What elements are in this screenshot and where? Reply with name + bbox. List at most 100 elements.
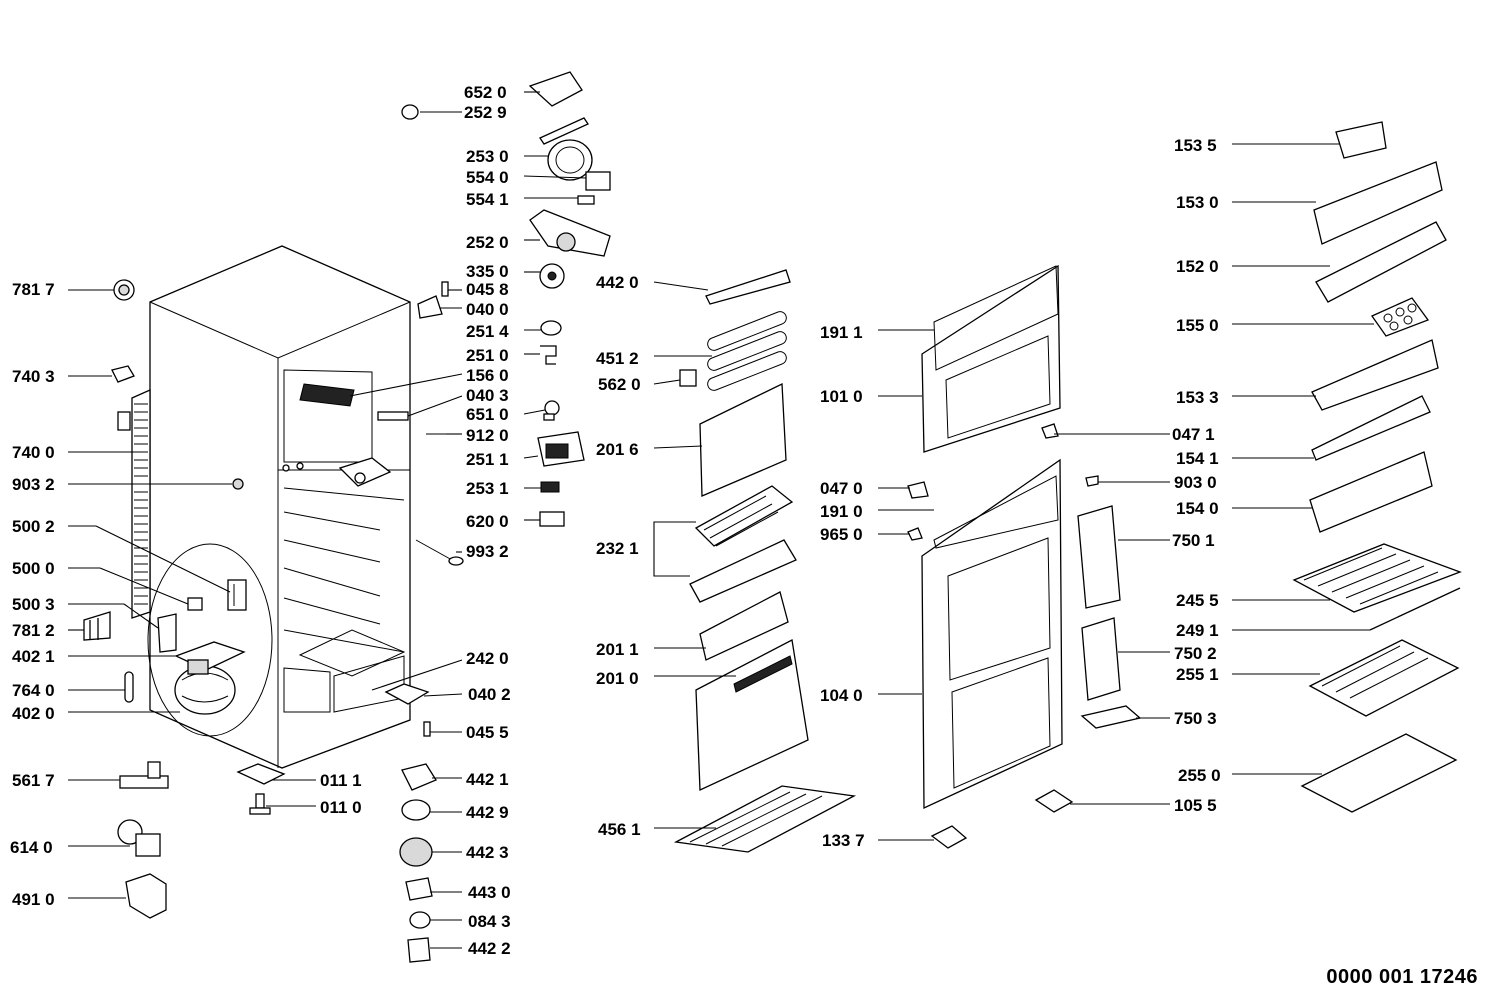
label-101-0: 101 0	[820, 387, 863, 406]
grid-tray	[694, 485, 794, 547]
dryer-filter	[124, 671, 134, 703]
label-011-1: 011 1	[320, 771, 362, 790]
bracket-right	[384, 683, 430, 705]
screw-cap	[1085, 475, 1099, 487]
fan-ring	[547, 139, 593, 181]
screw-small	[423, 721, 431, 737]
label-152-0: 152 0	[1176, 257, 1219, 276]
label-442-3: 442 3	[466, 843, 509, 862]
label-965-0: 965 0	[820, 525, 863, 544]
connector-part	[539, 511, 565, 527]
capacitor	[157, 613, 177, 653]
label-781-7: 781 7	[12, 280, 55, 299]
label-402-1: 402 1	[12, 647, 55, 666]
label-781-2: 781 2	[12, 621, 55, 640]
label-245-5: 245 5	[1176, 591, 1219, 610]
label-153-3: 153 3	[1176, 388, 1219, 407]
label-740-0: 740 0	[12, 443, 55, 462]
label-040-2: 040 2	[468, 685, 511, 704]
label-442-9: 442 9	[466, 803, 509, 822]
sensor-cable	[415, 539, 464, 566]
bottle-holder	[1311, 395, 1431, 461]
crisper-frame	[699, 591, 789, 661]
label-084-3: 084 3	[468, 912, 511, 931]
label-255-0: 255 0	[1178, 766, 1221, 785]
compressor-detail-ring	[147, 543, 273, 737]
leader-lines	[68, 91, 1374, 949]
evaporator-coil	[707, 311, 787, 391]
label-562-0: 562 0	[598, 375, 641, 394]
label-561-7: 561 7	[12, 771, 55, 790]
label-201-0: 201 0	[596, 669, 639, 688]
label-442-2: 442 2	[468, 939, 511, 958]
label-191-1: 191 1	[820, 323, 863, 342]
label-154-0: 154 0	[1176, 499, 1219, 518]
label-491-0: 491 0	[12, 890, 55, 909]
label-154-1: 154 1	[1176, 449, 1219, 468]
label-620-0: 620 0	[466, 512, 509, 531]
small-block	[679, 369, 697, 387]
label-105-5: 105 5	[1174, 796, 1217, 815]
cable-clip-legs	[89, 618, 99, 640]
label-104-0: 104 0	[820, 686, 863, 705]
switch-part	[540, 481, 560, 493]
bar-part	[539, 117, 589, 145]
label-252-9: 252 9	[464, 103, 507, 122]
label-740-3: 740 3	[12, 367, 55, 386]
thermostat-knob	[539, 263, 565, 289]
flap	[699, 382, 787, 497]
wire-shelf	[1292, 543, 1462, 613]
crisper-cover	[1300, 733, 1458, 813]
small-stop	[907, 527, 923, 541]
relay-clip	[119, 761, 169, 789]
label-451-2: 451 2	[596, 349, 639, 368]
compressor	[174, 641, 246, 715]
cable-clip	[83, 611, 111, 641]
fridge-door	[921, 458, 1063, 810]
evaporator-grille	[299, 383, 355, 407]
label-651-0: 651 0	[466, 405, 509, 424]
label-011-0: 011 0	[320, 798, 362, 817]
label-251-0: 251 0	[466, 346, 509, 365]
hinge-set	[399, 763, 437, 963]
glass-shelf-frame	[673, 785, 857, 853]
hinge-cover	[1034, 789, 1074, 813]
hinge-pin-part	[377, 411, 409, 421]
label-750-2: 750 2	[1174, 644, 1217, 663]
label-047-1: 047 1	[1172, 425, 1215, 444]
label-456-1: 456 1	[598, 820, 641, 839]
label-764-0: 764 0	[12, 681, 55, 700]
fan-motor	[585, 171, 611, 191]
foot-plate	[236, 763, 286, 785]
lamp-bulb	[543, 400, 560, 421]
ring-part	[540, 320, 562, 336]
label-251-4: 251 4	[466, 322, 509, 341]
label-045-8: 045 8	[466, 280, 509, 299]
label-255-1: 255 1	[1176, 665, 1219, 684]
relay-box	[227, 579, 247, 611]
glass-shelf	[1308, 639, 1460, 717]
dairy-cover	[1313, 161, 1443, 245]
door-stop	[1041, 423, 1059, 439]
label-443-0: 443 0	[468, 883, 511, 902]
egg-tray-small	[1335, 121, 1387, 159]
label-500-2: 500 2	[12, 517, 55, 536]
label-045-5: 045 5	[466, 723, 509, 742]
label-903-0: 903 0	[1174, 473, 1217, 492]
control-box	[537, 431, 585, 467]
door-hinge-cover	[930, 825, 968, 849]
label-153-5: 153 5	[1174, 136, 1217, 155]
label-554-1: 554 1	[466, 190, 509, 209]
lamp-housing	[528, 71, 583, 107]
label-993-2: 993 2	[466, 542, 509, 561]
small-clip	[577, 195, 595, 205]
label-500-3: 500 3	[12, 595, 55, 614]
label-153-0: 153 0	[1176, 193, 1219, 212]
lamp-socket	[401, 104, 419, 120]
door-catch	[907, 481, 929, 499]
cabinet-body	[149, 245, 411, 769]
label-201-1: 201 1	[596, 640, 639, 659]
label-335-0: 335 0	[466, 262, 509, 281]
